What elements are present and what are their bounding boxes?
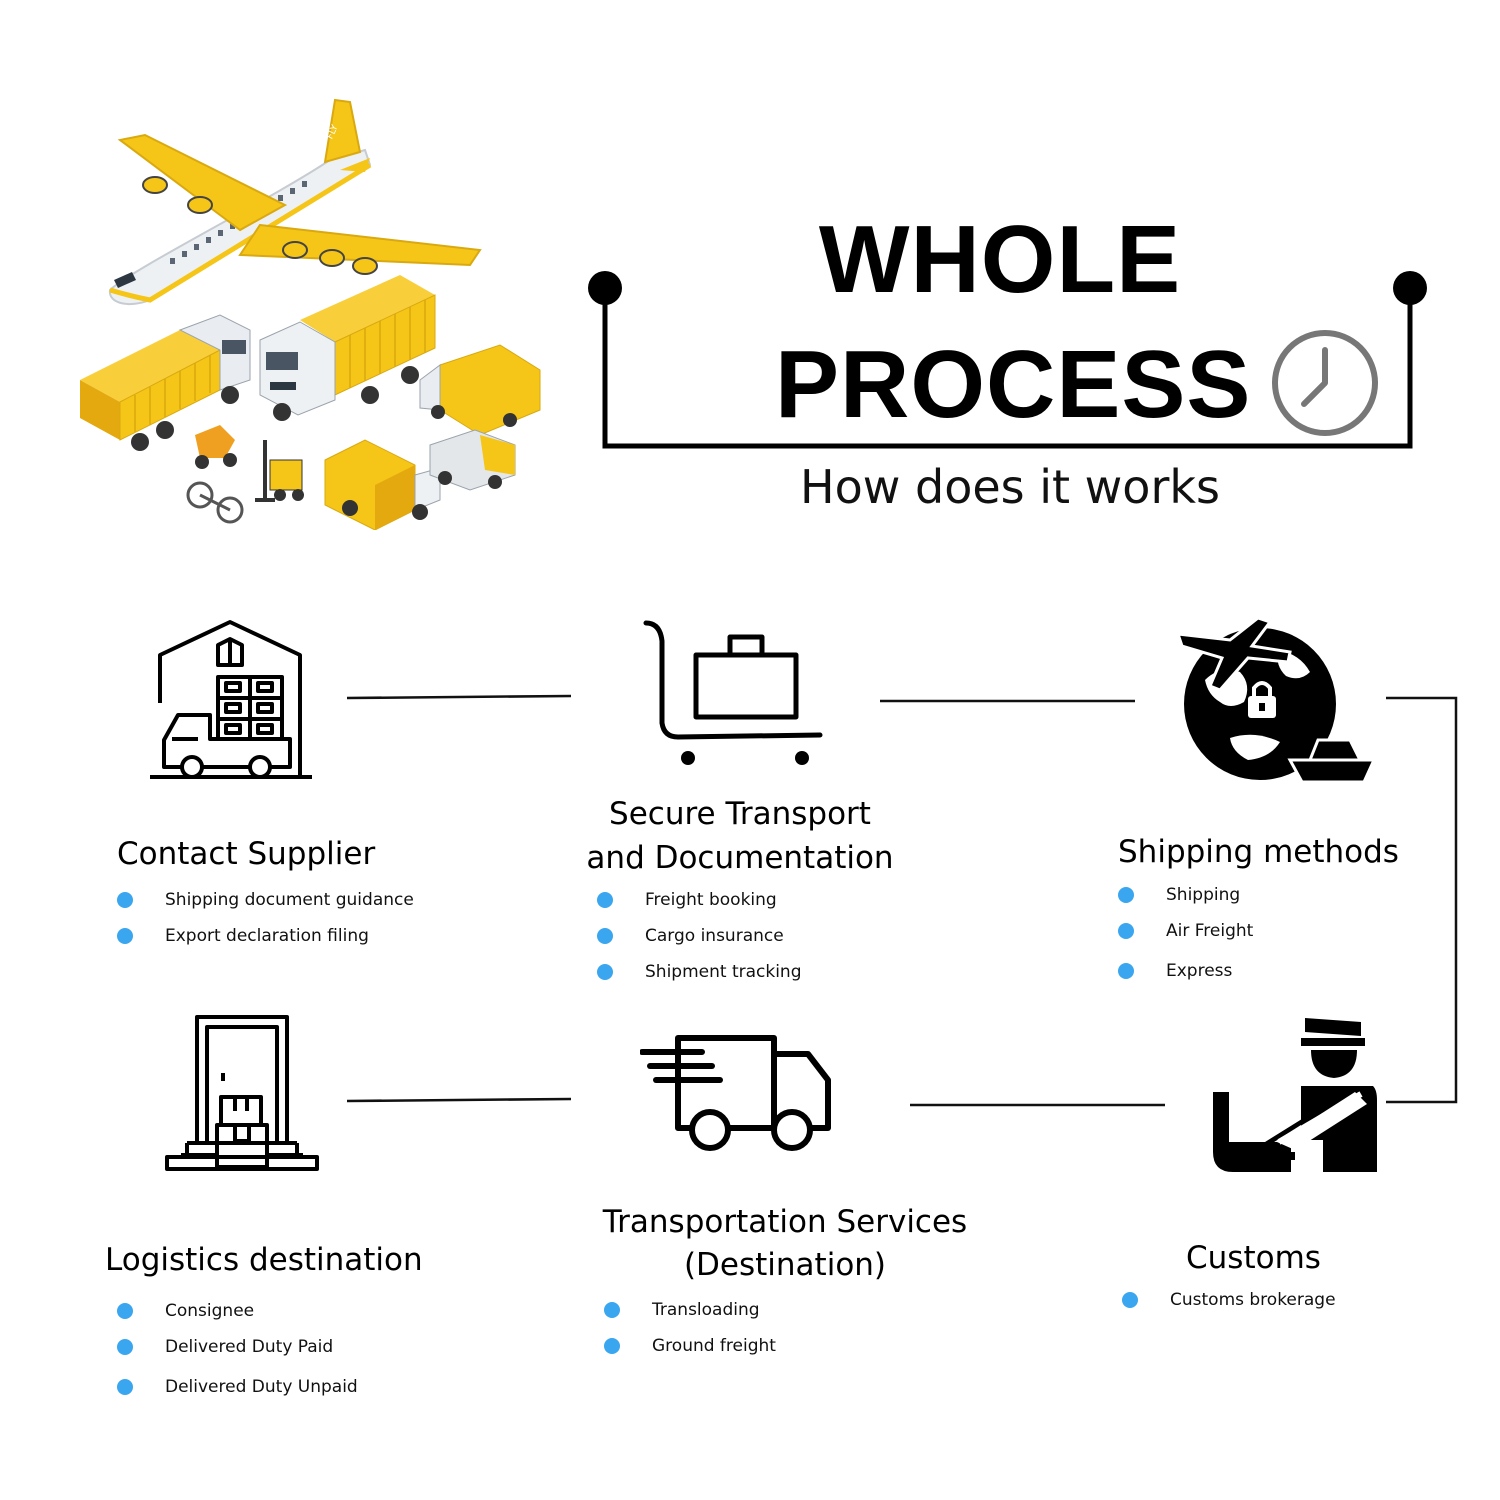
step-title-customs: Customs <box>1186 1240 1321 1276</box>
list-item: Customs brokerage <box>1122 1282 1336 1318</box>
luggage-cart-icon <box>643 620 823 765</box>
container-truck-icon <box>259 275 436 421</box>
clock-icon <box>1272 330 1378 436</box>
step-title-secure-transport-line1: Secure Transport <box>609 796 871 832</box>
bullet-dot <box>1118 887 1134 903</box>
list-item: Consignee <box>117 1293 358 1329</box>
bullet-list-logistics-destination: Consignee Delivered Duty Paid Delivered … <box>117 1293 358 1405</box>
bullet-dot <box>1118 963 1134 979</box>
bullet-list-shipping-methods: Shipping Air Freight Express <box>1118 877 1253 989</box>
bullet-dot <box>117 1303 133 1319</box>
bullet-dot <box>117 1339 133 1355</box>
list-item: Air Freight <box>1118 913 1253 949</box>
list-item: Shipment tracking <box>597 954 802 990</box>
bullet-dot <box>1118 923 1134 939</box>
bullet-list-transportation: Transloading Ground freight <box>604 1292 776 1364</box>
step-title-transportation-line2: (Destination) <box>683 1247 887 1283</box>
customs-officer-icon <box>1213 1018 1377 1172</box>
list-item: Freight booking <box>597 882 802 918</box>
globe-plane-ship-icon <box>1175 616 1377 784</box>
warehouse-truck-icon <box>150 620 312 779</box>
step-title-shipping-methods: Shipping methods <box>1118 834 1399 870</box>
cart-wheel <box>795 751 809 765</box>
page-subtitle: How does it works <box>800 460 1220 514</box>
bullet-list-contact-supplier: Shipping document guidance Export declar… <box>117 882 414 954</box>
delivery-van-icon <box>419 344 541 436</box>
cart-wheel <box>681 751 695 765</box>
list-item: Shipping <box>1118 877 1253 913</box>
step-title-transportation-line1: Transportation Services <box>602 1204 968 1240</box>
step-title-secure-transport-line2: and Documentation <box>586 840 894 876</box>
bullet-dot <box>117 892 133 908</box>
container-truck-icon <box>80 314 251 451</box>
logistics-vehicles-illustration: FLY <box>80 98 541 530</box>
bullet-dot <box>597 964 613 980</box>
lock-icon <box>1248 681 1276 718</box>
connector-line <box>1386 696 1458 1104</box>
step-title-contact-supplier: Contact Supplier <box>117 836 376 872</box>
bullet-dot <box>597 892 613 908</box>
box-truck-icon <box>324 439 441 530</box>
bullet-list-customs: Customs brokerage <box>1122 1282 1336 1318</box>
list-item: Express <box>1118 953 1253 989</box>
connector-line <box>346 1097 572 1103</box>
delivery-truck-icon <box>640 1035 831 1151</box>
pickup-truck-icon <box>429 429 516 491</box>
forklift-icon <box>255 440 304 502</box>
list-item: Export declaration filing <box>117 918 414 954</box>
bullet-dot <box>117 1379 133 1395</box>
connector-line <box>346 694 572 700</box>
bicycle-icon <box>186 481 244 524</box>
list-item: Shipping document guidance <box>117 882 414 918</box>
list-item: Delivered Duty Unpaid <box>117 1369 358 1405</box>
bullet-list-secure-transport: Freight booking Cargo insurance Shipment… <box>597 882 802 990</box>
list-item: Ground freight <box>604 1328 776 1364</box>
list-item: Transloading <box>604 1292 776 1328</box>
bullet-dot <box>597 928 613 944</box>
bullet-dot <box>604 1302 620 1318</box>
bullet-dot <box>117 928 133 944</box>
list-item: Delivered Duty Paid <box>117 1329 358 1365</box>
list-item: Cargo insurance <box>597 918 802 954</box>
page-title-line2: PROCESS <box>775 331 1252 438</box>
scooter-icon <box>195 425 237 469</box>
bullet-dot <box>604 1338 620 1354</box>
step-title-logistics-destination: Logistics destination <box>105 1242 423 1278</box>
header-frame <box>588 271 1427 449</box>
bullet-dot <box>1122 1292 1138 1308</box>
airplane-icon: FLY <box>108 98 482 306</box>
page-title-line1: WHOLE <box>818 206 1182 313</box>
door-package-icon <box>165 1015 319 1171</box>
